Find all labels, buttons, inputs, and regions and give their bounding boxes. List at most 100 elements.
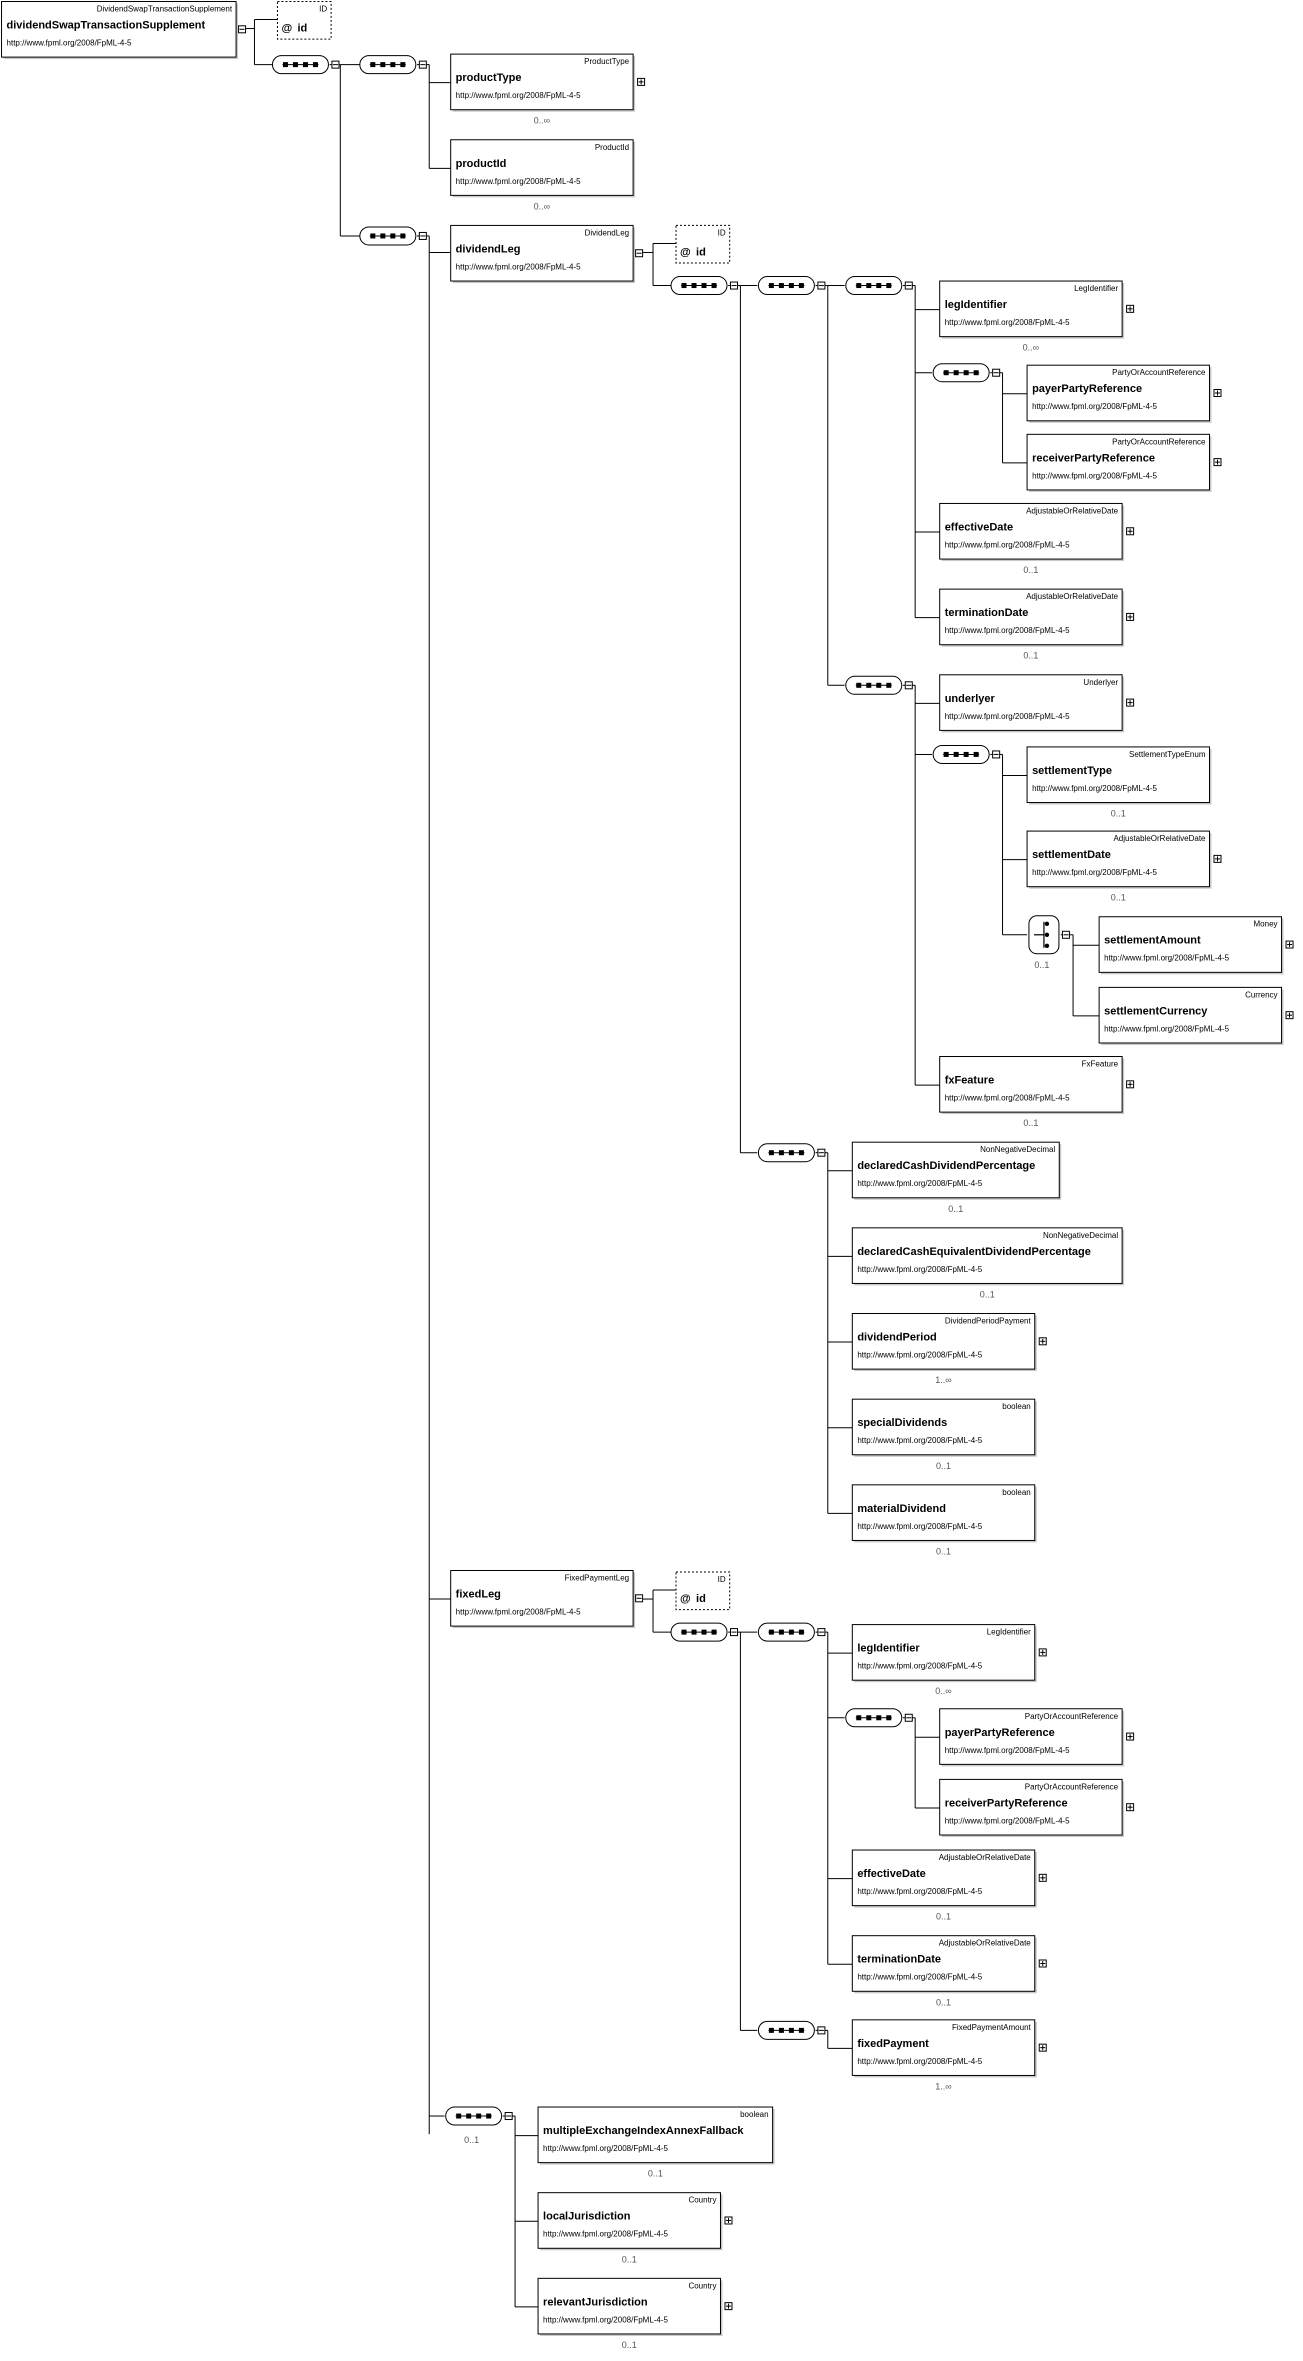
expand-toggle[interactable]: [1038, 1959, 1047, 1968]
element-specialDividends[interactable]: booleanspecialDividendshttp://www.fpml.o…: [851, 1398, 1037, 1457]
element-declaredCashEq[interactable]: NonNegativeDecimaldeclaredCashEquivalent…: [851, 1227, 1125, 1286]
sequence-compositor[interactable]: [359, 226, 427, 246]
element-underlyer[interactable]: Underlyerunderlyerhttp://www.fpml.org/20…: [939, 674, 1135, 733]
expand-toggle[interactable]: [1213, 854, 1222, 863]
attr-fixedLeg[interactable]: ID@id: [675, 1571, 731, 1611]
collapse-toggle[interactable]: [817, 1148, 826, 1157]
expand-toggle[interactable]: [1038, 1873, 1047, 1882]
expand-toggle[interactable]: [1285, 1011, 1294, 1020]
sequence-compositor[interactable]: [445, 2106, 513, 2126]
element-dl_payer[interactable]: PartyOrAccountReferencepayerPartyReferen…: [1026, 364, 1222, 423]
sequence-compositor[interactable]: [359, 55, 427, 75]
element-settlementAmount[interactable]: MoneysettlementAmounthttp://www.fpml.org…: [1098, 916, 1294, 975]
expand-toggle[interactable]: [1213, 458, 1222, 467]
element-fl_legIdentifier[interactable]: LegIdentifierlegIdentifierhttp://www.fpm…: [851, 1624, 1047, 1683]
element-dl_effectiveDate[interactable]: AdjustableOrRelativeDateeffectiveDatehtt…: [939, 502, 1135, 562]
collapse-toggle[interactable]: [817, 1628, 826, 1637]
sequence-compositor[interactable]: [845, 276, 913, 296]
element-fxFeature[interactable]: FxFeaturefxFeaturehttp://www.fpml.org/20…: [939, 1056, 1135, 1115]
element-settlementType[interactable]: SettlementTypeEnumsettlementTypehttp://w…: [1026, 746, 1212, 805]
collapse-toggle[interactable]: [904, 1713, 913, 1722]
sequence-dot: [282, 62, 288, 68]
element-type: AdjustableOrRelativeDate: [939, 1939, 1032, 1948]
expand-toggle[interactable]: [1213, 388, 1222, 397]
expand-toggle[interactable]: [1126, 304, 1135, 313]
collapse-toggle[interactable]: [817, 281, 826, 290]
element-dividendPeriod[interactable]: DividendPeriodPaymentdividendPeriodhttp:…: [851, 1313, 1047, 1372]
collapse-toggle[interactable]: [635, 249, 644, 258]
element-settlementDate[interactable]: AdjustableOrRelativeDatesettlementDateht…: [1026, 830, 1222, 889]
sequence-compositor[interactable]: [670, 276, 739, 296]
element-box: [939, 1778, 1123, 1836]
element-dl_terminationDate[interactable]: AdjustableOrRelativeDateterminationDateh…: [939, 588, 1135, 647]
element-dividendLeg[interactable]: DividendLegdividendLeghttp://www.fpml.or…: [450, 224, 644, 284]
element-productId[interactable]: ProductIdproductIdhttp://www.fpml.org/20…: [450, 139, 636, 198]
cardinality-label: 0..1: [980, 1289, 995, 1299]
collapse-toggle[interactable]: [992, 750, 1001, 759]
collapse-toggle[interactable]: [730, 281, 739, 290]
element-type: NonNegativeDecimal: [980, 1145, 1055, 1154]
expand-toggle[interactable]: [1126, 1732, 1135, 1741]
collapse-toggle[interactable]: [635, 1594, 644, 1603]
choice-compositor[interactable]: [1028, 915, 1070, 955]
sequence-compositor[interactable]: [757, 1143, 826, 1163]
attr-root[interactable]: ID@id: [276, 1, 332, 40]
expand-toggle[interactable]: [1285, 940, 1294, 949]
sequence-dot: [788, 283, 794, 289]
element-relevantJurisdiction[interactable]: CountryrelevantJurisdictionhttp://www.fp…: [537, 2277, 733, 2336]
element-declaredCash[interactable]: NonNegativeDecimaldeclaredCashDividendPe…: [851, 1141, 1062, 1200]
sequence-dot: [866, 682, 872, 688]
element-materialDividend[interactable]: booleanmaterialDividendhttp://www.fpml.o…: [851, 1484, 1037, 1543]
collapse-toggle[interactable]: [238, 25, 247, 34]
expand-toggle[interactable]: [1038, 2043, 1047, 2052]
collapse-toggle[interactable]: [418, 60, 427, 69]
collapse-toggle[interactable]: [504, 2112, 513, 2121]
element-dl_legIdentifier[interactable]: LegIdentifierlegIdentifierhttp://www.fpm…: [939, 280, 1135, 339]
element-fixedPayment[interactable]: FixedPaymentAmountfixedPaymenthttp://www…: [851, 2019, 1047, 2078]
element-localJurisdiction[interactable]: CountrylocalJurisdictionhttp://www.fpml.…: [537, 2192, 733, 2251]
expand-toggle[interactable]: [1126, 612, 1135, 621]
expand-toggle[interactable]: [637, 77, 646, 86]
sequence-compositor[interactable]: [757, 1622, 826, 1642]
element-multipleExchange[interactable]: booleanmultipleExchangeIndexAnnexFallbac…: [537, 2106, 775, 2165]
sequence-compositor[interactable]: [670, 1622, 739, 1642]
element-fixedLeg[interactable]: FixedPaymentLegfixedLeghttp://www.fpml.o…: [450, 1569, 644, 1629]
sequence-compositor[interactable]: [845, 675, 913, 695]
expand-toggle[interactable]: [1126, 698, 1135, 707]
expand-toggle[interactable]: [1126, 527, 1135, 536]
element-productType[interactable]: ProductTypeproductTypehttp://www.fpml.or…: [450, 53, 646, 112]
sequence-compositor[interactable]: [932, 363, 1001, 383]
sequence-compositor[interactable]: [271, 55, 340, 75]
element-type: FixedPaymentLeg: [565, 1573, 629, 1582]
element-fl_terminationDate[interactable]: AdjustableOrRelativeDateterminationDateh…: [851, 1935, 1047, 1994]
sequence-compositor[interactable]: [757, 276, 826, 296]
element-namespace: http://www.fpml.org/2008/FpML-4-5: [945, 1816, 1070, 1825]
collapse-toggle[interactable]: [331, 60, 340, 69]
expand-toggle[interactable]: [724, 2216, 733, 2225]
expand-toggle[interactable]: [1038, 1648, 1047, 1657]
collapse-toggle[interactable]: [730, 1628, 739, 1637]
sequence-dot: [778, 1150, 784, 1156]
element-fl_effectiveDate[interactable]: AdjustableOrRelativeDateeffectiveDatehtt…: [851, 1849, 1047, 1908]
element-dl_receiver[interactable]: PartyOrAccountReferencereceiverPartyRefe…: [1026, 433, 1222, 492]
collapse-toggle[interactable]: [904, 681, 913, 690]
element-fl_payer[interactable]: PartyOrAccountReferencepayerPartyReferen…: [939, 1708, 1135, 1767]
sequence-compositor[interactable]: [932, 744, 1001, 764]
element-fl_receiver[interactable]: PartyOrAccountReferencereceiverPartyRefe…: [939, 1778, 1135, 1837]
collapse-toggle[interactable]: [992, 368, 1001, 377]
attr-dividendLeg[interactable]: ID@id: [675, 224, 731, 264]
element-settlementCurrency[interactable]: CurrencysettlementCurrencyhttp://www.fpm…: [1098, 986, 1294, 1045]
element-root[interactable]: DividendSwapTransactionSupplementdividen…: [1, 1, 247, 60]
collapse-toggle[interactable]: [418, 231, 427, 240]
expand-toggle[interactable]: [1126, 1803, 1135, 1812]
expand-toggle[interactable]: [1126, 1080, 1135, 1089]
sequence-compositor[interactable]: [757, 2020, 826, 2040]
collapse-toggle[interactable]: [1061, 930, 1070, 939]
collapse-toggle[interactable]: [904, 281, 913, 290]
expand-toggle[interactable]: [1038, 1337, 1047, 1346]
expand-toggle[interactable]: [724, 2302, 733, 2311]
sequence-compositor[interactable]: [845, 1708, 913, 1728]
collapse-toggle[interactable]: [817, 2026, 826, 2035]
element-name: effectiveDate: [945, 521, 1013, 533]
attribute-box: [675, 1571, 731, 1611]
